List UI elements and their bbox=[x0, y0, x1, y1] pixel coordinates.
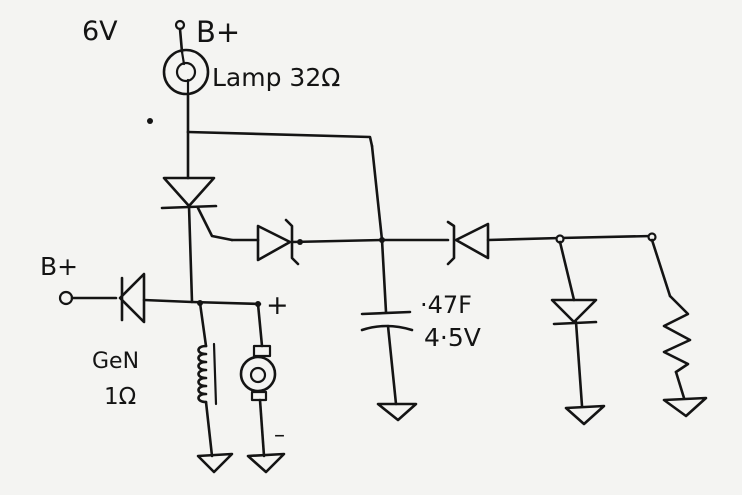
capacitor-voltage-label: 4·5V bbox=[424, 323, 481, 352]
diode-icon bbox=[550, 298, 598, 326]
resistor-icon bbox=[662, 294, 692, 374]
gen-resistance-label: 1Ω bbox=[104, 384, 136, 410]
ground-icon bbox=[564, 404, 606, 426]
scr-icon bbox=[160, 176, 234, 242]
zener-diode-icon bbox=[446, 220, 490, 266]
ground-icon bbox=[196, 452, 234, 474]
ground-icon bbox=[376, 402, 418, 422]
ground-icon bbox=[246, 452, 286, 474]
motor-plus-label: + bbox=[266, 290, 289, 321]
lamp-label: Lamp 32Ω bbox=[212, 63, 340, 92]
inductor-icon bbox=[197, 342, 218, 406]
gen-name-label: GeN bbox=[92, 349, 139, 374]
bplus-left-terminal bbox=[58, 290, 74, 306]
motor-icon bbox=[239, 344, 277, 402]
capacitor-value-label: ·47F bbox=[420, 291, 472, 319]
bplus-top-label: B+ bbox=[196, 15, 240, 49]
ground-icon bbox=[662, 396, 708, 418]
supply-voltage-label: 6V bbox=[82, 16, 118, 47]
bplus-left-label: B+ bbox=[40, 252, 78, 281]
capacitor-icon bbox=[360, 310, 414, 332]
lamp-icon bbox=[162, 48, 210, 96]
diode-icon bbox=[118, 272, 146, 324]
motor-minus-label: – bbox=[274, 423, 285, 448]
